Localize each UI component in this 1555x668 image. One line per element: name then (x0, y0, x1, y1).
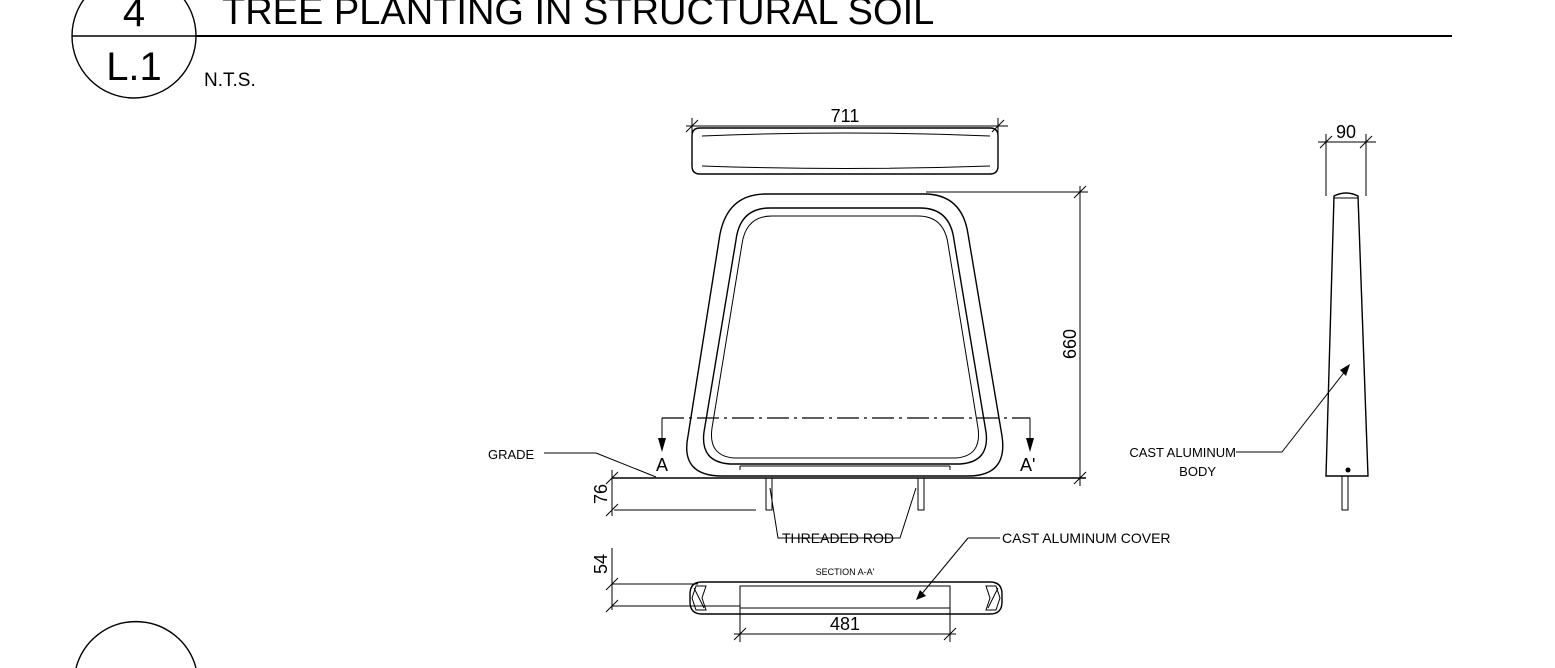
side-body-fastener (1345, 467, 1351, 473)
plan-view-inner-edge-bottom (701, 165, 991, 169)
grade-label: GRADE (488, 447, 535, 462)
plan-view: 711 (685, 106, 1008, 175)
detail-number: 4 (123, 0, 145, 35)
dim-section-width: 481 (830, 614, 860, 634)
cover-leader-diagonal (919, 537, 969, 597)
side-view: 90 CAST ALUMINUM BODY (1129, 122, 1376, 511)
scale-note: N.T.S. (204, 70, 256, 91)
dim-tick-height-bottom (1073, 471, 1087, 485)
title-block: 4 L.1 TREE PLANTING IN STRUCTURAL SOIL N… (71, 0, 1452, 668)
cover-leader-arrow (916, 590, 926, 600)
sheet-number: L.1 (106, 45, 162, 89)
grade-leader-diagonal (595, 452, 657, 478)
next-detail-callout-bubble (75, 621, 197, 668)
dim-tick-section-left (733, 627, 747, 641)
section-end-right-hatch (985, 585, 1001, 611)
dim-section-thickness: 54 (591, 554, 611, 574)
dim-tick-right (991, 119, 1005, 133)
section-mark-right: A' (1020, 455, 1035, 475)
section-end-left-cross (693, 587, 705, 609)
frame-inner-outline (702, 207, 988, 465)
dim-tick-left (685, 119, 699, 133)
dim-tick-section-bottom (605, 599, 619, 613)
dim-tick-side-left (1319, 135, 1333, 149)
plan-view-inner-edge-top (701, 132, 991, 137)
dim-side-width: 90 (1336, 122, 1356, 142)
section-title: SECTION A-A' (816, 567, 875, 577)
dim-tick-height-top (1073, 185, 1087, 199)
body-label-line2: BODY (1179, 464, 1216, 479)
threaded-rod-left (765, 477, 773, 511)
section-cover (739, 585, 951, 609)
section-arrow-right-head (1026, 438, 1034, 452)
section-end-left-hatch (691, 585, 707, 611)
dim-height: 660 (1060, 329, 1080, 359)
frame-inner-core (710, 215, 980, 459)
section-mark-left: A (656, 455, 668, 475)
side-body-outline (1325, 192, 1369, 477)
section-outline (689, 581, 1003, 615)
dim-top-width: 711 (831, 106, 860, 126)
body-leader-diagonal (1281, 369, 1347, 453)
dim-tick-rod-top (605, 471, 619, 485)
section-a-a: SECTION A-A' CAST ALUMINUM COVER 54 481 (591, 530, 1171, 642)
section-arrow-left-head (658, 438, 666, 452)
threaded-rod-leader (769, 487, 917, 539)
dim-tick-side-right (1359, 135, 1373, 149)
threaded-rod-label: THREADED ROD (782, 530, 894, 546)
cover-label: CAST ALUMINUM COVER (1002, 530, 1171, 546)
dim-rod-embed: 76 (591, 484, 611, 504)
section-end-right-cross (987, 587, 999, 609)
front-elevation: A A' GRADE THREADED ROD 76 660 (488, 185, 1088, 546)
detail-title: TREE PLANTING IN STRUCTURAL SOIL (222, 0, 934, 33)
dim-tick-section-top (605, 577, 619, 591)
body-leader-arrow (1340, 364, 1350, 376)
dim-tick-rod-bottom (605, 503, 619, 517)
side-threaded-rod (1341, 475, 1349, 511)
frame-outer-outline (686, 193, 1004, 477)
threaded-rod-right (917, 477, 925, 511)
body-label-line1: CAST ALUMINUM (1129, 445, 1236, 460)
dim-tick-section-right (943, 627, 957, 641)
